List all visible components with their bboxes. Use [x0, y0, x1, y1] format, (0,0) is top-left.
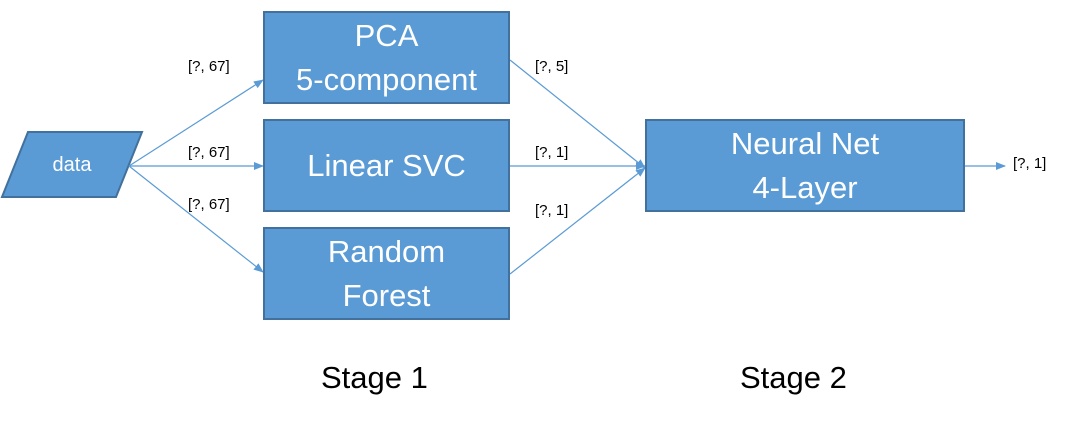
linear-svc-node: Linear SVC [263, 119, 510, 212]
arrow-data-to-rf [128, 165, 264, 273]
arrow-pca-to-nn [509, 59, 646, 169]
neural-net-node: Neural Net 4-Layer [645, 119, 965, 212]
random-forest-node: Random Forest [263, 227, 510, 320]
stage-1-label: Stage 1 [321, 360, 428, 395]
edge-label-rf-nn: [?, 1] [535, 202, 569, 219]
edge-label-svc-nn: [?, 1] [535, 144, 569, 161]
linear-svc-node-title: Linear SVC [307, 147, 466, 183]
arrow-rf-to-nn [509, 167, 646, 275]
neural-net-node-title: Neural Net [730, 125, 880, 161]
random-forest-node-subtitle: Forest [342, 277, 431, 313]
edge-label-data-svc: [?, 67] [188, 144, 230, 161]
pca-node-title: PCA [354, 17, 419, 53]
pca-node: PCA 5-component [263, 11, 510, 104]
edge-label-pca-nn: [?, 5] [535, 58, 569, 75]
data-input-label: data [52, 154, 92, 176]
edge-label-data-rf: [?, 67] [188, 196, 230, 213]
pca-node-subtitle: 5-component [296, 61, 477, 97]
arrow-data-to-pca [128, 79, 264, 167]
random-forest-node-title: Random [327, 233, 446, 269]
data-input-shape [0, 131, 144, 198]
edge-label-data-pca: [?, 67] [188, 58, 230, 75]
neural-net-node-subtitle: 4-Layer [752, 169, 858, 205]
edge-label-output: [?, 1] [1013, 155, 1047, 172]
stage-2-label: Stage 2 [740, 360, 847, 395]
